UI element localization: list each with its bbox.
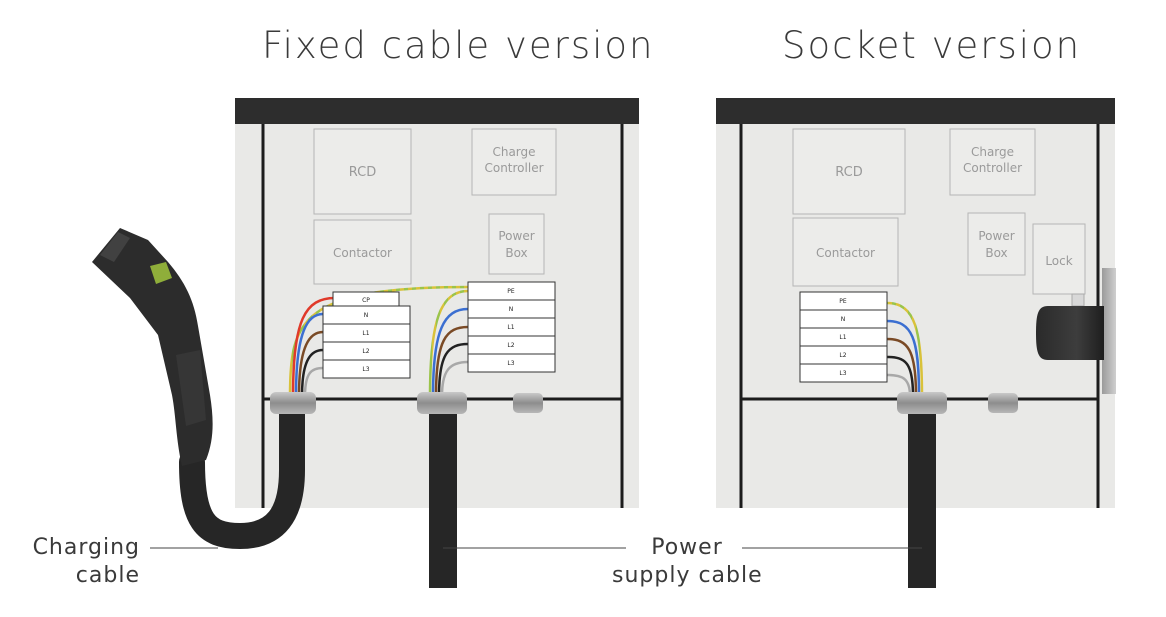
power-box — [967, 212, 1026, 276]
power-box-label-2: Box — [985, 246, 1007, 260]
charging-plug-icon — [92, 228, 213, 466]
title-fixed-cable: Fixed cable version — [262, 24, 655, 67]
charging-cable-label: Charging cable — [33, 534, 140, 590]
terminal-l2: L2 — [362, 348, 369, 355]
rcd-box — [313, 128, 412, 215]
panel-top-bar — [235, 98, 639, 124]
charging-terminal-block: CP N L1 L2 L3 — [322, 291, 411, 379]
supply-wires — [428, 289, 469, 397]
supply-terminal-block: PE N L1 L2 L3 — [467, 281, 556, 373]
terminal-l1: L1 — [839, 334, 846, 341]
terminal-pe: PE — [839, 298, 847, 305]
charging-wires — [288, 285, 471, 397]
power-box — [488, 213, 545, 275]
power-label: Power — [651, 535, 723, 560]
terminal-cp: CP — [362, 297, 370, 304]
terminal-n: N — [364, 312, 369, 319]
terminal-l3: L3 — [507, 360, 514, 367]
fixed-panel: RCD Charge Controller Contactor Power Bo… — [92, 98, 639, 588]
cable-gland — [897, 392, 947, 414]
power-supply-cable — [429, 402, 457, 588]
terminal-n: N — [509, 306, 514, 313]
charging-cable-label-line2: cable — [75, 563, 140, 588]
power-supply-cable — [908, 402, 936, 588]
cable-gland-spare — [513, 393, 543, 413]
contactor-label: Contactor — [816, 246, 875, 260]
contactor-box — [792, 217, 899, 287]
terminal-l2: L2 — [507, 342, 514, 349]
controller-label-1: Charge — [971, 145, 1014, 159]
socket-flange — [1102, 268, 1116, 394]
cable-gland — [270, 392, 316, 414]
cable-gland-spare — [988, 393, 1018, 413]
terminal-n: N — [841, 316, 846, 323]
panel-top-bar — [716, 98, 1115, 124]
terminal-pe: PE — [507, 288, 515, 295]
power-box-label-2: Box — [505, 246, 527, 260]
terminal-l1: L1 — [507, 324, 514, 331]
power-box-label-1: Power — [498, 229, 534, 243]
rcd-label: RCD — [835, 165, 862, 180]
terminal-l1: L1 — [362, 330, 369, 337]
contactor-label: Contactor — [333, 246, 392, 260]
lock-label: Lock — [1045, 254, 1072, 268]
controller-box — [949, 128, 1036, 196]
contactor-box — [313, 219, 412, 285]
socket-terminal-block: PE N L1 L2 L3 — [799, 291, 888, 383]
controller-label-2: Controller — [963, 161, 1022, 175]
controller-box — [471, 128, 557, 196]
terminal-l3: L3 — [362, 366, 369, 373]
rcd-label: RCD — [349, 165, 376, 180]
terminal-l3: L3 — [839, 370, 846, 377]
socket-icon — [1036, 306, 1104, 360]
controller-label-1: Charge — [492, 145, 535, 159]
title-socket: Socket version — [782, 24, 1082, 67]
charging-cable-label-line1: Charging — [32, 535, 140, 560]
controller-label-2: Controller — [484, 161, 543, 175]
power-box-label-1: Power — [978, 229, 1014, 243]
socket-wires — [886, 301, 924, 397]
cable-gland — [417, 392, 467, 414]
lock-box — [1032, 223, 1086, 295]
rcd-box — [792, 128, 906, 215]
terminal-l2: L2 — [839, 352, 846, 359]
socket-panel: RCD Charge Controller Contactor Power Bo… — [716, 98, 1116, 588]
supply-cable-label: supply cable — [612, 563, 763, 588]
charging-cable — [179, 392, 316, 550]
